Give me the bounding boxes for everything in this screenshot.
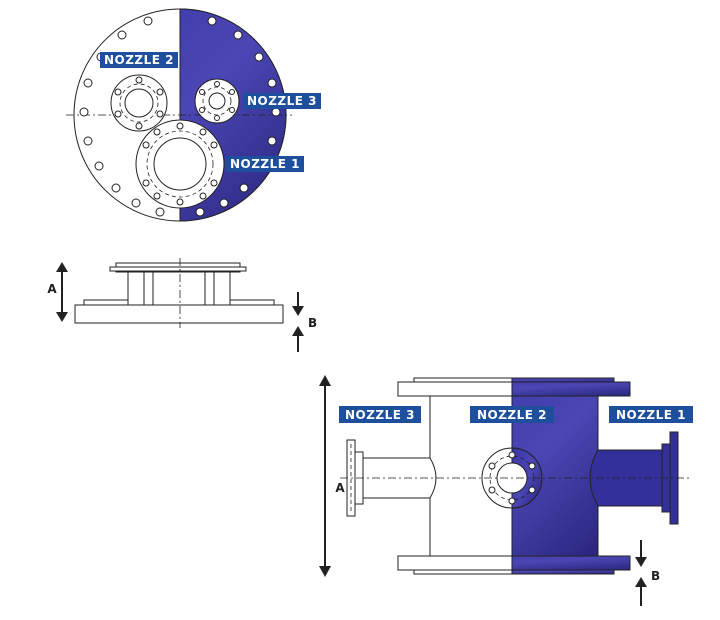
front-nozzle-2-tag: NOZZLE 2 <box>470 406 554 423</box>
side-view <box>74 258 284 328</box>
side-dim-b: B <box>292 292 317 352</box>
side-dim-a-label: A <box>47 282 57 296</box>
front-nozzle-3-tag: NOZZLE 3 <box>339 406 421 423</box>
front-dim-b-label: B <box>651 569 660 583</box>
side-dim-b-label: B <box>308 316 317 330</box>
front-dim-b: B <box>635 540 660 606</box>
front-nozzle-1-label: NOZZLE 1 <box>616 408 686 422</box>
front-dim-a-label: A <box>335 481 345 495</box>
top-nozzle-1-tag: NOZZLE 1 <box>226 156 304 172</box>
front-nozzle-3-label: NOZZLE 3 <box>345 408 415 422</box>
front-dim-a: A <box>319 375 345 577</box>
top-nozzle-3-flange <box>194 78 240 124</box>
top-nozzle-2-flange <box>110 74 168 132</box>
top-nozzle-2-tag: NOZZLE 2 <box>100 52 178 68</box>
side-dim-a: A <box>47 262 68 322</box>
top-nozzle-3-label: NOZZLE 3 <box>247 94 317 108</box>
top-view-flange: NOZZLE 2 NOZZLE 3 NOZZLE 1 <box>66 8 321 222</box>
top-nozzle-2-label: NOZZLE 2 <box>104 53 174 67</box>
top-nozzle-3-tag: NOZZLE 3 <box>243 93 321 109</box>
front-nozzle-1-tag: NOZZLE 1 <box>609 406 693 423</box>
front-nozzle-2-label: NOZZLE 2 <box>477 408 547 422</box>
top-nozzle-1-flange <box>135 119 225 209</box>
top-nozzle-1-label: NOZZLE 1 <box>230 157 300 171</box>
